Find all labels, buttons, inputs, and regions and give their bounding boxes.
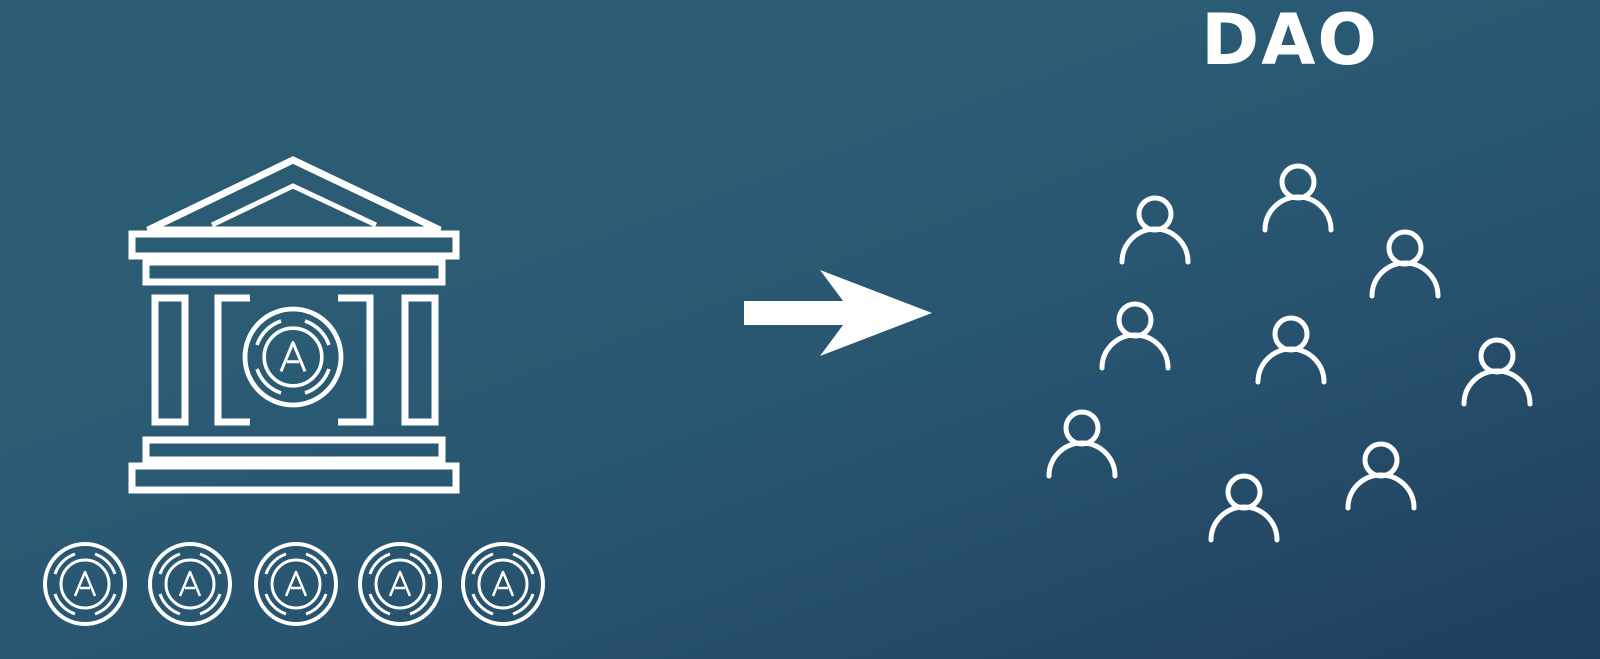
person-icon — [1102, 304, 1168, 368]
person-icon — [1464, 340, 1530, 404]
vault-token-icon — [245, 309, 341, 405]
aragon-token-icon — [461, 542, 545, 626]
arrow-right-icon — [744, 270, 932, 356]
aragon-token-icon — [43, 542, 127, 626]
aragon-token-icon — [358, 542, 442, 626]
aragon-token-icon — [254, 542, 338, 626]
person-icon — [1049, 412, 1115, 476]
aragon-token-icon — [148, 542, 232, 626]
person-icon — [1348, 444, 1414, 508]
dao-title: DAO — [1201, 0, 1379, 81]
person-icon — [1122, 198, 1188, 262]
bank-building-icon — [128, 156, 460, 494]
person-icon — [1372, 232, 1438, 296]
person-icon — [1211, 476, 1277, 540]
person-icon — [1258, 318, 1324, 382]
person-icon — [1265, 166, 1331, 230]
